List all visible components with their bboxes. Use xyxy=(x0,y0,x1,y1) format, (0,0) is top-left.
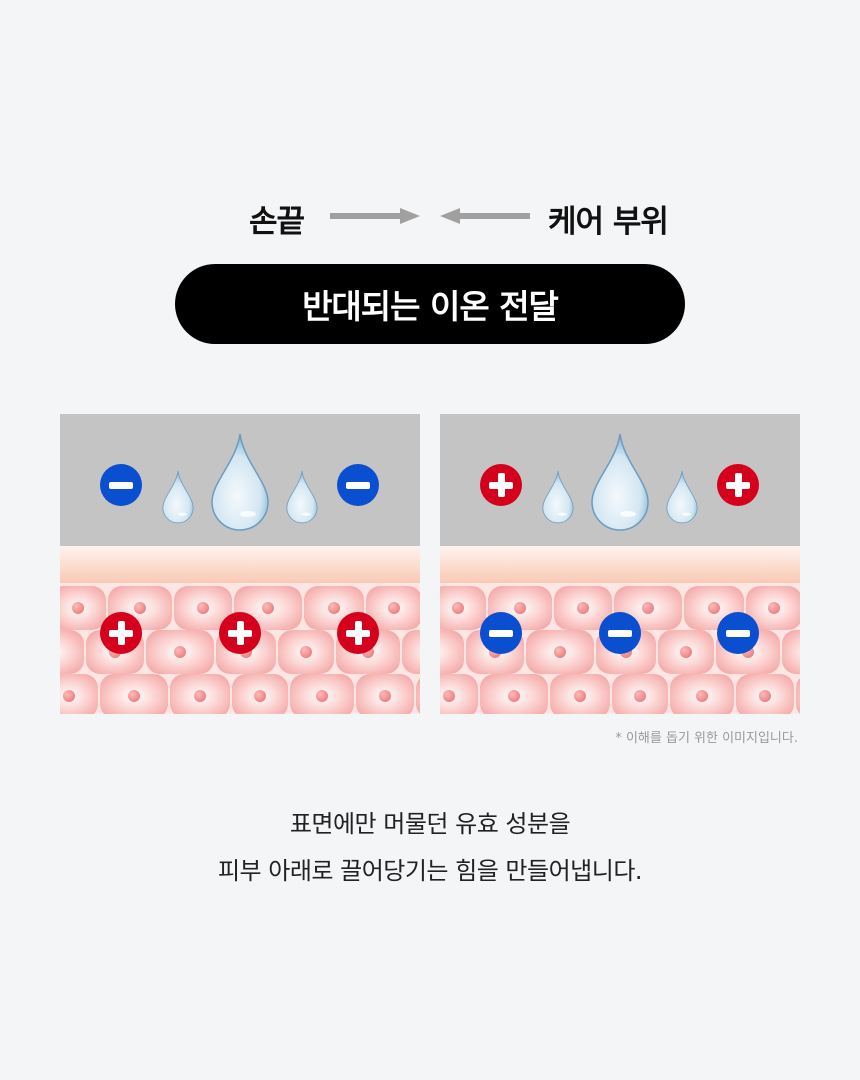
cell xyxy=(782,630,800,674)
cell xyxy=(60,586,106,630)
cell-nucleus xyxy=(254,690,266,702)
bar xyxy=(236,621,244,645)
panel-before xyxy=(60,414,420,714)
cell xyxy=(526,630,594,674)
minus-ion-icon xyxy=(480,612,522,654)
cell-nucleus xyxy=(574,690,586,702)
plus-ion-icon xyxy=(717,464,759,506)
cell-nucleus xyxy=(508,690,520,702)
cell xyxy=(550,674,610,714)
cell-nucleus xyxy=(696,690,708,702)
cell xyxy=(60,630,84,674)
cell xyxy=(440,630,464,674)
bar xyxy=(497,473,505,497)
water-drop-icon xyxy=(286,471,318,524)
cell xyxy=(278,630,334,674)
cell xyxy=(480,674,548,714)
cell-nucleus xyxy=(642,602,654,614)
cell-nucleus xyxy=(388,602,400,614)
title-pill: 반대되는 이온 전달 xyxy=(175,264,685,344)
arrow-left-icon xyxy=(440,208,530,224)
cell-nucleus xyxy=(443,690,455,702)
bar xyxy=(489,629,513,637)
water-drop-icon xyxy=(211,433,269,531)
water-drop-icon xyxy=(542,471,574,524)
cell-nucleus xyxy=(759,690,771,702)
water-drop-icon xyxy=(162,471,194,524)
body-line-1: 표면에만 머물던 유효 성분을 xyxy=(289,810,571,838)
cell-nucleus xyxy=(680,646,692,658)
cell xyxy=(402,630,420,674)
cell-nucleus xyxy=(768,602,780,614)
cell xyxy=(440,674,478,714)
cell xyxy=(796,674,800,714)
bar xyxy=(117,621,125,645)
cell-nucleus xyxy=(514,602,526,614)
fingertip-label: 손끝 xyxy=(249,204,305,240)
cell-nucleus xyxy=(197,602,209,614)
care-area-label: 케어 부위 xyxy=(548,204,669,240)
plus-ion-icon xyxy=(219,612,261,654)
cell-nucleus xyxy=(452,602,464,614)
cell-nucleus xyxy=(300,646,312,658)
cell xyxy=(612,674,668,714)
bar xyxy=(734,473,742,497)
panel-after xyxy=(440,414,800,714)
arrow-right-icon xyxy=(330,208,420,224)
cell-nucleus xyxy=(708,602,720,614)
cell xyxy=(100,674,168,714)
cell xyxy=(416,674,420,714)
skin-surface-layer xyxy=(60,546,420,583)
cell-nucleus xyxy=(328,602,340,614)
bar xyxy=(354,621,362,645)
cell xyxy=(170,674,230,714)
cell xyxy=(440,586,486,630)
cell-nucleus xyxy=(194,690,206,702)
cell xyxy=(670,674,734,714)
bar xyxy=(726,629,750,637)
cell-nucleus xyxy=(63,690,75,702)
cell-nucleus xyxy=(577,602,589,614)
minus-ion-icon xyxy=(599,612,641,654)
bar xyxy=(608,629,632,637)
cell xyxy=(736,674,794,714)
cell xyxy=(290,674,354,714)
water-drop-icon xyxy=(666,471,698,524)
bar xyxy=(346,481,370,489)
minus-ion-icon xyxy=(337,464,379,506)
cell-nucleus xyxy=(72,602,84,614)
cell xyxy=(356,674,414,714)
water-drop-icon xyxy=(591,433,649,531)
plus-ion-icon xyxy=(337,612,379,654)
skin-surface-layer xyxy=(440,546,800,583)
body-line-2: 피부 아래로 끌어당기는 힘을 만들어냅니다. xyxy=(217,857,643,885)
minus-ion-icon xyxy=(100,464,142,506)
cell-nucleus xyxy=(316,690,328,702)
cell-nucleus xyxy=(262,602,274,614)
plus-ion-icon xyxy=(100,612,142,654)
plus-ion-icon xyxy=(480,464,522,506)
minus-ion-icon xyxy=(717,612,759,654)
cell-nucleus xyxy=(174,646,186,658)
cell-nucleus xyxy=(379,690,391,702)
cell xyxy=(60,674,98,714)
cell-nucleus xyxy=(554,646,566,658)
bar xyxy=(109,481,133,489)
cell-nucleus xyxy=(128,690,140,702)
cell xyxy=(658,630,714,674)
cell-nucleus xyxy=(134,602,146,614)
cell xyxy=(232,674,288,714)
cell xyxy=(146,630,214,674)
cell-nucleus xyxy=(634,690,646,702)
disclaimer-note: * 이해를 돕기 위한 이미지입니다. xyxy=(615,731,798,746)
